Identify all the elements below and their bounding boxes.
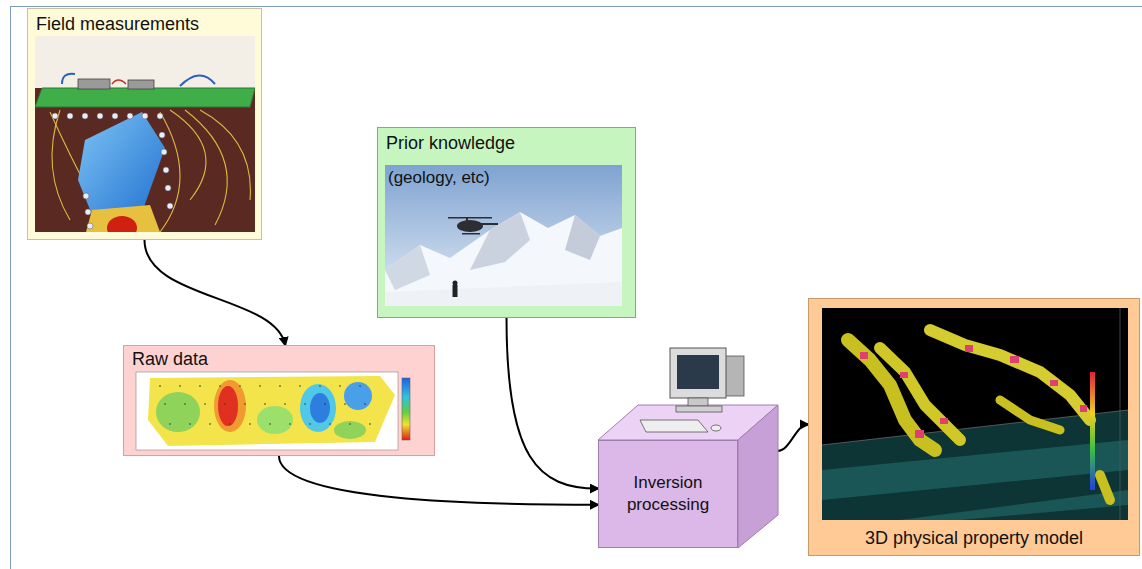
box-subtitle: (geology, etc) — [388, 168, 490, 188]
model-render — [822, 308, 1128, 520]
outer-border — [11, 7, 1142, 569]
computer-icon — [640, 348, 744, 432]
person — [453, 281, 458, 298]
helicopter — [448, 217, 498, 235]
box-title: Field measurements — [36, 13, 199, 35]
survey-illustration — [35, 36, 255, 232]
mountain-photo — [385, 165, 622, 306]
diagram-box: Inversion processing — [598, 440, 738, 548]
box-title: Prior knowledge — [386, 132, 515, 154]
box-title: 3D physical property model — [865, 527, 1083, 549]
flow-arrow — [507, 318, 599, 489]
flow-arrow — [145, 240, 286, 345]
flow-arrow — [778, 424, 808, 450]
box-title: Inversion processing — [608, 472, 728, 516]
processing-cube — [598, 405, 778, 548]
data-map — [136, 372, 410, 450]
flow-arrow — [279, 456, 598, 505]
box-title: Raw data — [132, 348, 208, 370]
